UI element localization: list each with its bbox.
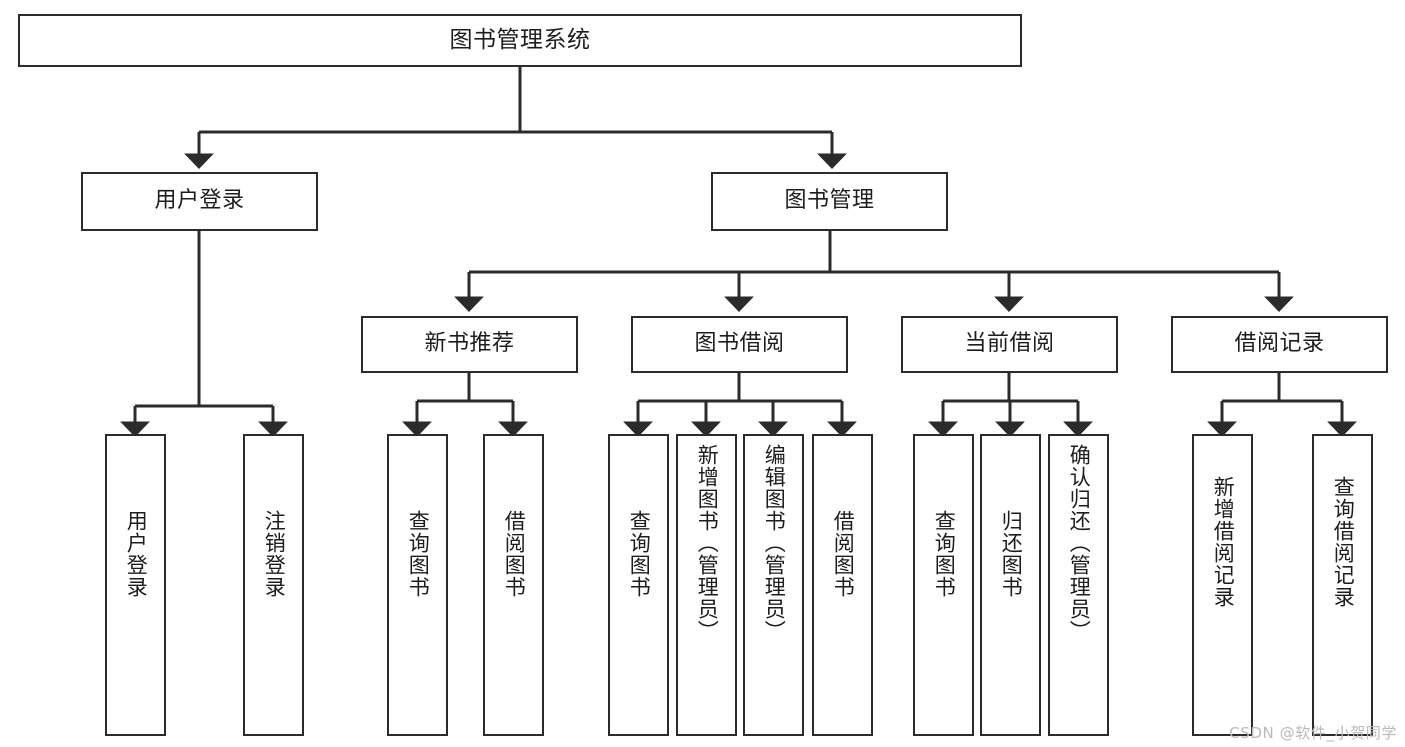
csdn-watermark: CSDN @软件_小贺同学 [1229, 724, 1397, 742]
node-leaf-confirm-return-admin[interactable]: 确认归还（管理员） [1048, 434, 1109, 736]
node-label: 查询图书 [932, 510, 957, 598]
node-leaf-query-book-borrow[interactable]: 查询图书 [608, 434, 669, 736]
node-current-borrow[interactable]: 当前借阅 [901, 316, 1118, 373]
node-label: 查询借阅记录 [1331, 476, 1356, 608]
node-leaf-add-borrow-record[interactable]: 新增借阅记录 [1192, 434, 1253, 736]
node-label: 注销登录 [262, 510, 287, 598]
node-leaf-add-book-admin[interactable]: 新增图书（管理员） [676, 434, 737, 736]
node-leaf-return-book[interactable]: 归还图书 [980, 434, 1041, 736]
node-label: 查询图书 [627, 510, 652, 598]
node-label: 归还图书 [999, 510, 1024, 598]
node-label: 查询图书 [406, 510, 431, 598]
node-leaf-query-book-recommend[interactable]: 查询图书 [387, 434, 448, 736]
node-label: 图书管理系统 [449, 26, 591, 53]
node-label: 图书借阅 [694, 331, 785, 357]
node-label: 图书管理 [784, 188, 875, 214]
node-leaf-borrow-book-borrow[interactable]: 借阅图书 [812, 434, 873, 736]
node-user-login[interactable]: 用户登录 [81, 172, 318, 231]
node-leaf-user-login[interactable]: 用户登录 [105, 434, 166, 736]
node-borrow-record[interactable]: 借阅记录 [1171, 316, 1388, 373]
node-label: 编辑图书（管理员） [762, 444, 787, 642]
node-book-manage[interactable]: 图书管理 [711, 172, 948, 231]
node-new-book-recommend[interactable]: 新书推荐 [361, 316, 578, 373]
node-leaf-edit-book-admin[interactable]: 编辑图书（管理员） [743, 434, 804, 736]
node-book-borrow[interactable]: 图书借阅 [631, 316, 848, 373]
node-leaf-query-book-current[interactable]: 查询图书 [913, 434, 974, 736]
node-label: 新书推荐 [424, 331, 515, 357]
node-leaf-borrow-book-recommend[interactable]: 借阅图书 [483, 434, 544, 736]
node-label: 确认归还（管理员） [1067, 444, 1092, 642]
node-label: 新增借阅记录 [1211, 476, 1236, 608]
node-label: 用户登录 [154, 188, 245, 214]
node-label: 借阅图书 [831, 510, 856, 598]
node-label: 借阅记录 [1234, 331, 1325, 357]
node-label: 借阅图书 [502, 510, 527, 598]
node-leaf-query-borrow-record[interactable]: 查询借阅记录 [1312, 434, 1373, 736]
node-leaf-logout-login[interactable]: 注销登录 [243, 434, 304, 736]
node-label: 当前借阅 [964, 331, 1055, 357]
node-label: 新增图书（管理员） [695, 444, 720, 642]
node-root-book-management-system[interactable]: 图书管理系统 [18, 14, 1022, 67]
node-label: 用户登录 [124, 510, 149, 598]
